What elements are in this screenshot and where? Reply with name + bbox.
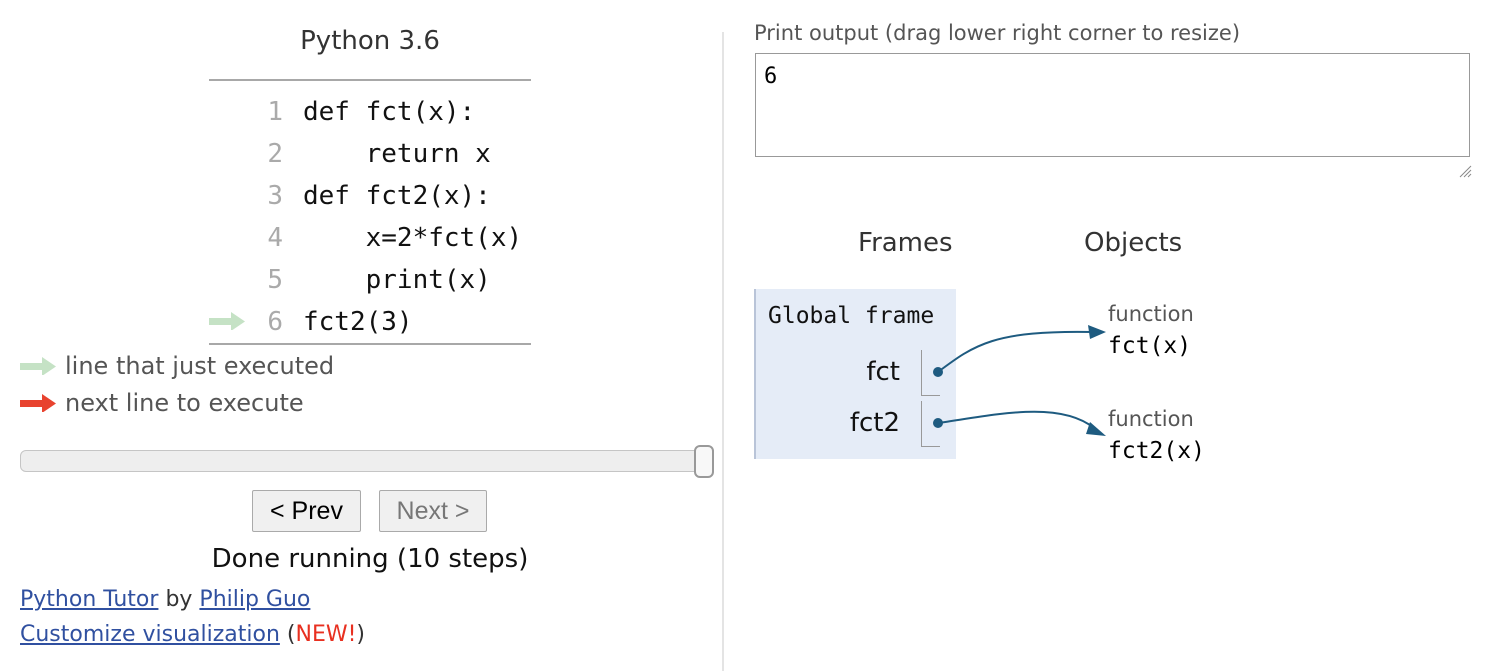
code-line: 3 def fct2(x): [209,173,531,215]
line-number: 3 [267,181,283,211]
function-object-fct2: fct2(x) [1108,438,1205,464]
frames-heading: Frames [858,228,953,258]
line-text: def fct(x): [303,97,476,127]
customize-line: Customize visualization (NEW!) [20,622,365,647]
pointer-arrow [937,330,1095,373]
print-output-box[interactable]: 6 [755,53,1470,157]
code-listing: 1 def fct(x): 2 return x 3 def fct2(x): … [209,79,531,345]
line-number: 2 [267,139,283,169]
code-line-current: 6 fct2(3) [209,299,531,341]
credits-line: Python Tutor by Philip Guo [20,587,310,612]
prev-button[interactable]: < Prev [252,490,361,532]
resize-grip-icon[interactable] [1458,164,1472,178]
object-type-label: function [1108,407,1194,431]
print-output-label: Print output (drag lower right corner to… [754,21,1241,45]
line-number: 5 [267,265,283,295]
code-panel: Python 3.6 1 def fct(x): 2 return x 3 de… [0,0,722,671]
customize-link[interactable]: Customize visualization [20,622,280,647]
line-number: 6 [267,307,283,337]
code-line: 4 x=2*fct(x) [209,215,531,257]
red-arrow-icon [20,394,56,412]
global-frame: Global frame fct fct2 [754,289,956,459]
legend-next-label: next line to execute [65,389,304,417]
var-pointer-box [921,401,940,447]
status-text: Done running (10 steps) [211,544,529,574]
line-text: fct2(3) [303,307,413,337]
arrowhead-icon [1086,422,1106,436]
step-slider-track[interactable] [20,450,712,472]
language-title: Python 3.6 [300,26,440,56]
paren-open: ( [286,622,296,647]
python-tutor-link[interactable]: Python Tutor [20,587,159,612]
var-pointer-box [921,350,940,396]
by-text: by [165,587,193,612]
function-object-fct: fct(x) [1108,333,1192,359]
line-number: 4 [267,223,283,253]
line-text: return x [303,139,491,169]
line-number: 1 [267,97,283,127]
executed-arrow-icon [209,312,245,330]
code-line: 5 print(x) [209,257,531,299]
next-button[interactable]: Next > [379,490,487,532]
objects-heading: Objects [1084,228,1183,258]
visualization-panel: Print output (drag lower right corner to… [724,0,1489,671]
pointer-arrow [937,410,1095,429]
var-name-fct2: fct2 [849,408,900,438]
code-line: 1 def fct(x): [209,89,531,131]
arrowhead-icon [1088,325,1106,339]
line-text: def fct2(x): [303,181,491,211]
object-type-label: function [1108,302,1194,326]
legend-executed-label: line that just executed [65,352,335,380]
frame-title: Global frame [768,303,935,329]
paren-close: ) [356,622,366,647]
philip-guo-link[interactable]: Philip Guo [199,587,311,612]
green-arrow-icon [20,357,56,375]
new-badge: NEW! [295,622,357,647]
var-name-fct: fct [866,357,900,387]
pointer-arrows [933,325,1106,436]
code-line: 2 return x [209,131,531,173]
line-text: x=2*fct(x) [303,223,523,253]
panel-divider [722,32,724,671]
step-slider-handle[interactable] [694,445,714,478]
line-text: print(x) [303,265,491,295]
